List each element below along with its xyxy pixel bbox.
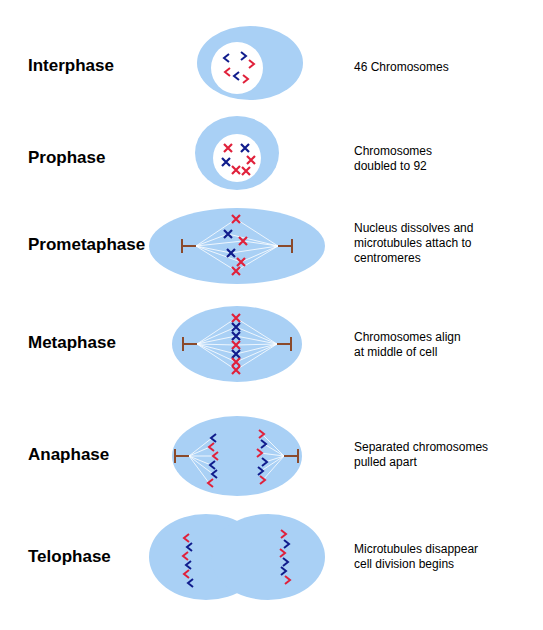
stage-name: Interphase — [28, 56, 114, 76]
anaphase-cell — [172, 416, 302, 496]
telophase-cell — [149, 514, 325, 600]
prometaphase-cell — [149, 208, 325, 284]
stage-name: Metaphase — [28, 333, 116, 353]
metaphase-cell — [172, 306, 302, 382]
interphase-cell — [197, 26, 303, 100]
stage-note: Chromosomes align at middle of cell — [354, 330, 466, 360]
stage-note: Separated chromosomes pulled apart — [354, 440, 504, 470]
stage-name: Prophase — [28, 148, 105, 168]
prophase-cell — [195, 116, 279, 190]
stage-name: Anaphase — [28, 445, 109, 465]
stage-name: Prometaphase — [28, 235, 145, 255]
stage-note: 46 Chromosomes — [354, 60, 514, 75]
stage-note: Microtubules disappear cell division beg… — [354, 542, 494, 572]
stage-name: Telophase — [28, 547, 111, 567]
stage-note: Nucleus dissolves and microtubules attac… — [354, 221, 490, 266]
stage-note: Chromosomes doubled to 92 — [354, 144, 474, 174]
